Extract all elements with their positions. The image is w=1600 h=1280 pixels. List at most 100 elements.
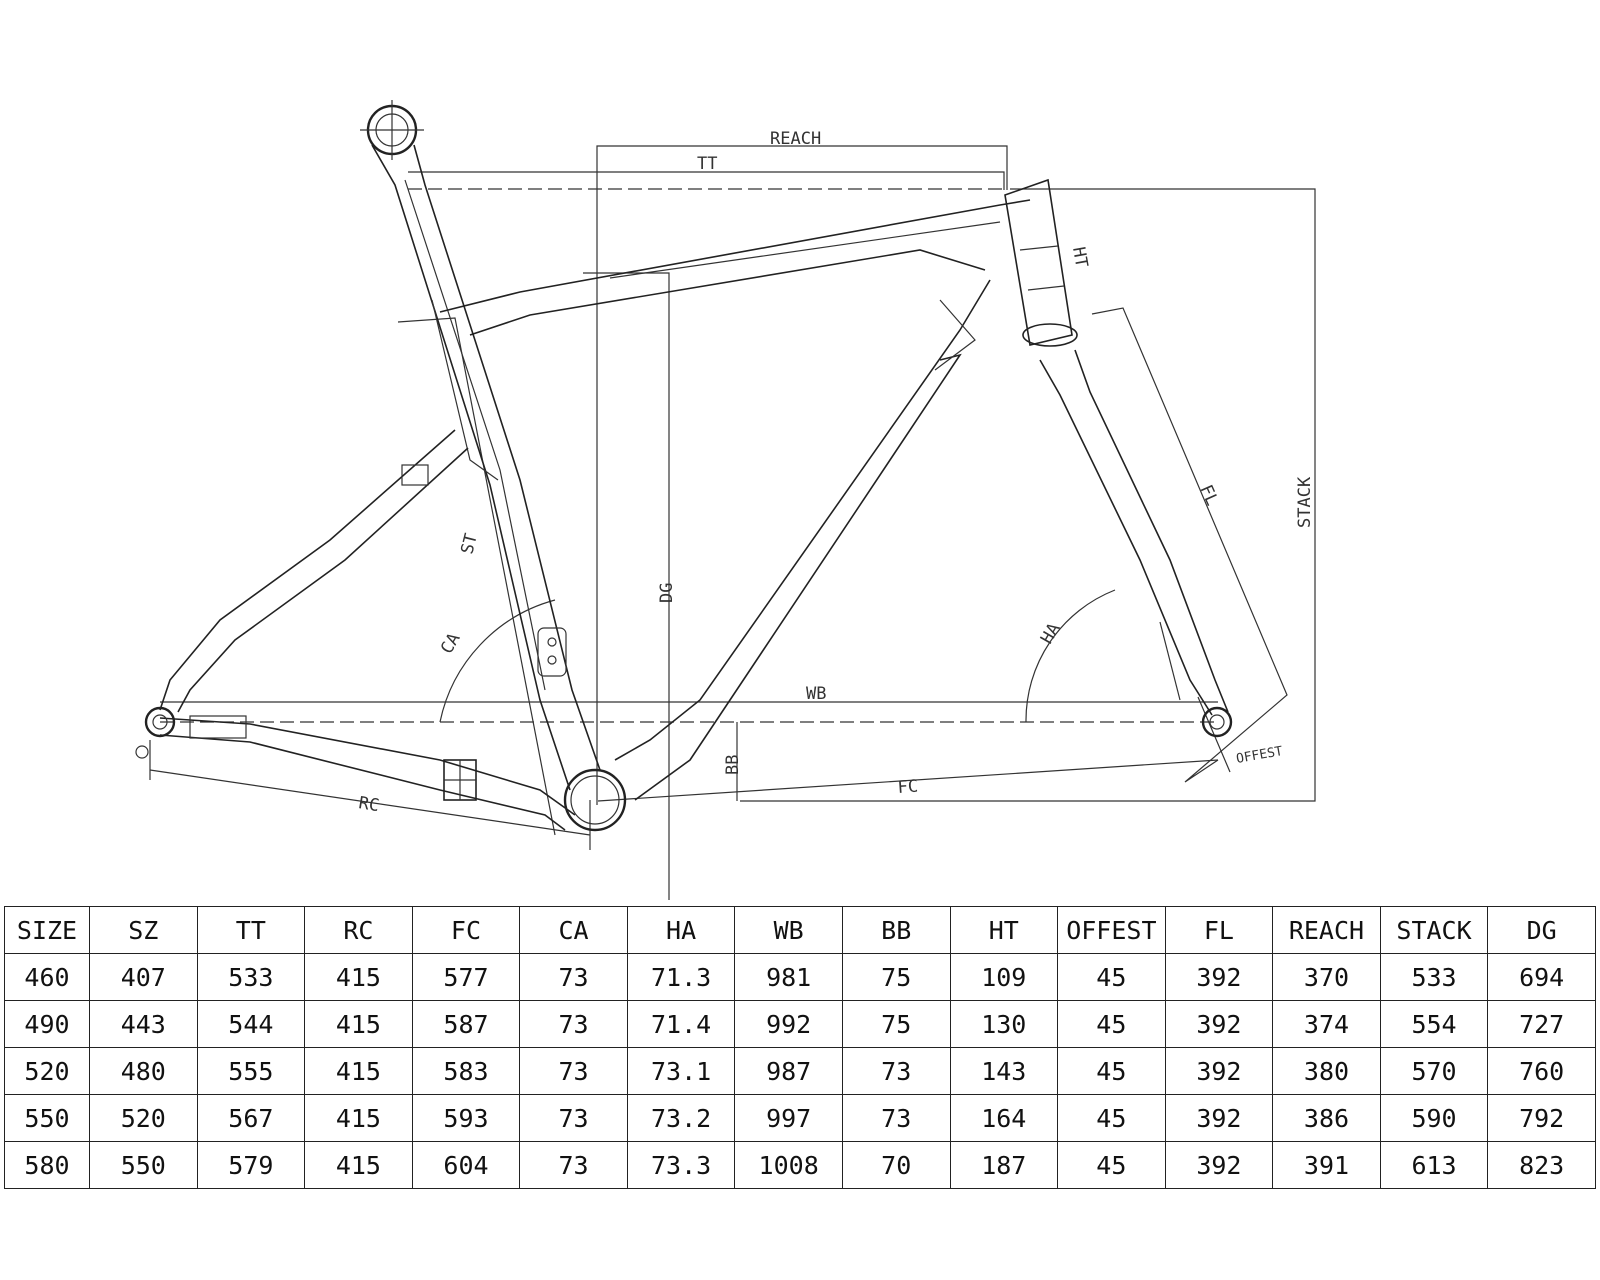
table-cell: 73 [841,1094,951,1142]
table-cell: 392 [1164,1000,1274,1048]
table-cell: 73 [519,1094,628,1142]
label-ha: HA [1037,620,1065,648]
table-cell: 415 [304,953,413,1001]
table-cell: 164 [949,1094,1059,1142]
table-cell: 981 [734,953,843,1001]
table-cell: 73 [841,1047,951,1095]
table-cell: 45 [1057,1094,1166,1142]
table-cell: 73.1 [626,1047,736,1095]
table-cell: 45 [1057,953,1166,1001]
table-cell: 386 [1272,1094,1381,1142]
header-offest: OFFEST [1057,906,1166,954]
label-fc: FC [897,777,919,798]
table-cell: 694 [1487,953,1596,1001]
table-cell: 73 [519,1141,628,1189]
table-cell: 392 [1164,953,1274,1001]
table-cell: 143 [949,1047,1059,1095]
table-row: 490 443 544 415 587 73 71.4 992 75 130 4… [4,1000,1596,1048]
table-cell: 71.3 [626,953,736,1001]
table-cell: 760 [1487,1047,1596,1095]
label-rc: RC [357,793,380,816]
table-cell: 407 [89,953,198,1001]
header-sz: SZ [89,906,198,954]
table-cell: 613 [1379,1141,1489,1189]
bike-frame [135,100,1233,832]
label-wb: WB [806,684,826,704]
label-fl: FL [1195,482,1222,509]
table-cell: 391 [1272,1141,1381,1189]
table-cell: 75 [841,1000,951,1048]
table-cell: 823 [1487,1141,1596,1189]
table-cell: 580 [4,1141,90,1189]
table-cell: 70 [841,1141,951,1189]
table-cell: 520 [4,1047,90,1095]
geometry-table: SIZE SZ TT RC FC CA HA WB BB HT OFFEST F… [4,906,1596,1189]
table-cell: 45 [1057,1000,1166,1048]
table-cell: 587 [411,1000,521,1048]
table-cell: 130 [949,1000,1059,1048]
table-cell: 415 [304,1047,413,1095]
table-cell: 490 [4,1000,90,1048]
table-cell: 73 [519,953,628,1001]
table-cell: 73 [519,1047,628,1095]
table-cell: 460 [4,953,90,1001]
table-cell: 533 [1379,953,1489,1001]
table-cell: 374 [1272,1000,1381,1048]
table-cell: 593 [411,1094,521,1142]
table-cell: 73.2 [626,1094,736,1142]
table-cell: 480 [89,1047,198,1095]
table-cell: 604 [411,1141,521,1189]
header-ht: HT [949,906,1059,954]
table-cell: 987 [734,1047,843,1095]
header-bb: BB [841,906,951,954]
table-cell: 73.3 [626,1141,736,1189]
table-cell: 415 [304,1000,413,1048]
table-cell: 45 [1057,1141,1166,1189]
table-cell: 577 [411,953,521,1001]
header-fl: FL [1164,906,1274,954]
table-cell: 392 [1164,1047,1274,1095]
header-dg: DG [1487,906,1596,954]
table-cell: 415 [304,1094,413,1142]
header-rc: RC [304,906,413,954]
table-cell: 392 [1164,1141,1274,1189]
table-cell: 73 [519,1000,628,1048]
table-cell: 555 [196,1047,306,1095]
table-cell: 75 [841,953,951,1001]
table-cell: 992 [734,1000,843,1048]
table-cell: 443 [89,1000,198,1048]
table-cell: 533 [196,953,306,1001]
table-cell: 792 [1487,1094,1596,1142]
table-cell: 550 [89,1141,198,1189]
table-row: 550 520 567 415 593 73 73.2 997 73 164 4… [4,1094,1596,1142]
header-stack: STACK [1379,906,1489,954]
label-st: ST [457,531,481,556]
table-row: 460 407 533 415 577 73 71.3 981 75 109 4… [4,953,1596,1001]
table-row: 520 480 555 415 583 73 73.1 987 73 143 4… [4,1047,1596,1095]
label-tt: TT [697,154,717,174]
label-reach: REACH [770,129,821,149]
table-cell: 520 [89,1094,198,1142]
table-cell: 579 [196,1141,306,1189]
table-cell: 727 [1487,1000,1596,1048]
label-dg: DG [657,583,677,603]
table-cell: 45 [1057,1047,1166,1095]
label-ca: CA [437,630,465,658]
label-stack: STACK [1295,476,1315,528]
table-cell: 567 [196,1094,306,1142]
table-cell: 570 [1379,1047,1489,1095]
table-cell: 392 [1164,1094,1274,1142]
table-cell: 415 [304,1141,413,1189]
header-tt: TT [196,906,306,954]
header-size: SIZE [4,906,90,954]
header-reach: REACH [1272,906,1381,954]
table-cell: 109 [949,953,1059,1001]
header-fc: FC [411,906,521,954]
table-cell: 550 [4,1094,90,1142]
table-cell: 997 [734,1094,843,1142]
table-cell: 370 [1272,953,1381,1001]
table-cell: 590 [1379,1094,1489,1142]
table-cell: 380 [1272,1047,1381,1095]
label-ht: HT [1068,245,1091,269]
table-cell: 71.4 [626,1000,736,1048]
